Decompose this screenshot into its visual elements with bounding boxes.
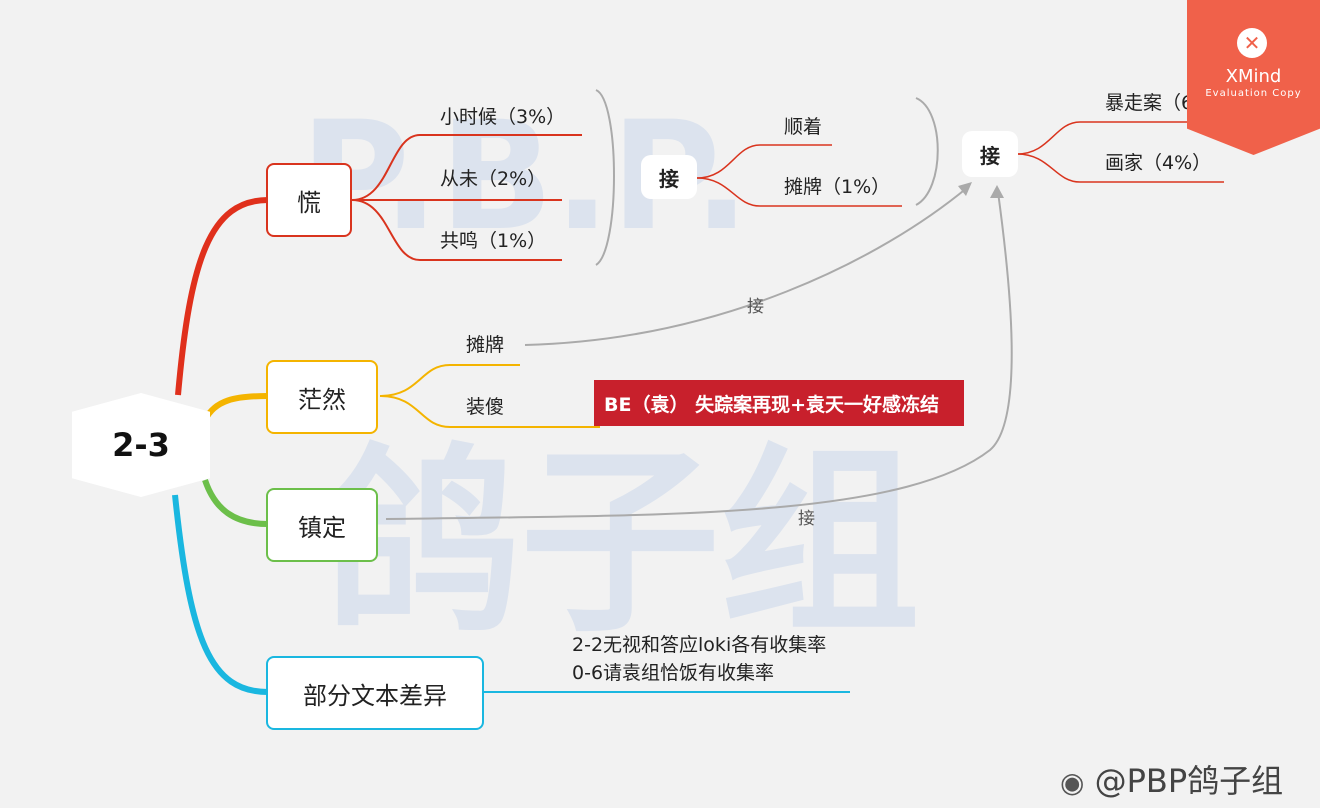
- line-jie2-1: [1016, 121, 1244, 155]
- weibo-handle: ◉ @PBP鸽子组: [1060, 756, 1283, 802]
- node-zhending[interactable]: 镇定: [266, 488, 378, 562]
- xmind-evaluation-badge: ✕ XMind Evaluation Copy: [1187, 0, 1320, 155]
- root-node[interactable]: 2-3: [72, 393, 210, 497]
- xmind-subtitle: Evaluation Copy: [1205, 88, 1302, 99]
- child-tanpai-1pct[interactable]: 摊牌（1%）: [784, 176, 891, 198]
- line-jie1-1: [696, 144, 832, 179]
- line-root-huang: [175, 197, 269, 396]
- arrow-zhending-to-jie2: [385, 191, 1013, 520]
- close-icon: ✕: [1237, 28, 1267, 58]
- xmind-title: XMind: [1225, 66, 1282, 87]
- child-xiaoshihou[interactable]: 小时候（3%）: [440, 106, 566, 128]
- child-huajia[interactable]: 画家（4%）: [1105, 152, 1212, 174]
- line-jie1-2: [696, 177, 902, 207]
- child-zhuangsha[interactable]: 装傻: [466, 396, 505, 418]
- node-mangran[interactable]: 茫然: [266, 360, 378, 434]
- bracket-1: [595, 89, 615, 266]
- ending-banner: BE（袁） 失踪案再现+袁天一好感冻结: [594, 380, 964, 426]
- line-mangran-2: [379, 395, 600, 428]
- line-jie2-2: [1016, 153, 1224, 183]
- line-huang-1: [351, 134, 582, 201]
- arrow-tanpai-to-jie2: [524, 186, 969, 346]
- child-tanpai[interactable]: 摊牌: [466, 334, 505, 356]
- line-mangran-1: [379, 364, 520, 397]
- connector-label-1: 接: [747, 297, 764, 317]
- diff-note-1: 2-2无视和答应loki各有收集率: [572, 634, 827, 656]
- line-root-mangran: [202, 393, 269, 422]
- weibo-handle-text: @PBP鸽子组: [1094, 762, 1284, 800]
- line-root-diff: [172, 494, 269, 695]
- child-gongming[interactable]: 共鸣（1%）: [440, 230, 547, 252]
- bracket-2: [915, 97, 939, 206]
- node-diff[interactable]: 部分文本差异: [266, 656, 484, 730]
- connector-label-2: 接: [798, 509, 815, 529]
- diff-note-2: 0-6请袁组恰饭有收集率: [572, 662, 775, 684]
- line-root-zhending: [202, 479, 269, 527]
- child-shunzhe[interactable]: 顺着: [784, 116, 823, 138]
- line-huang-3: [351, 199, 562, 261]
- weibo-icon: ◉: [1060, 766, 1085, 799]
- node-jie-1[interactable]: 接: [641, 155, 697, 199]
- node-huang[interactable]: 慌: [266, 163, 352, 237]
- child-congwei[interactable]: 从未（2%）: [440, 168, 547, 190]
- node-jie-2[interactable]: 接: [962, 131, 1018, 177]
